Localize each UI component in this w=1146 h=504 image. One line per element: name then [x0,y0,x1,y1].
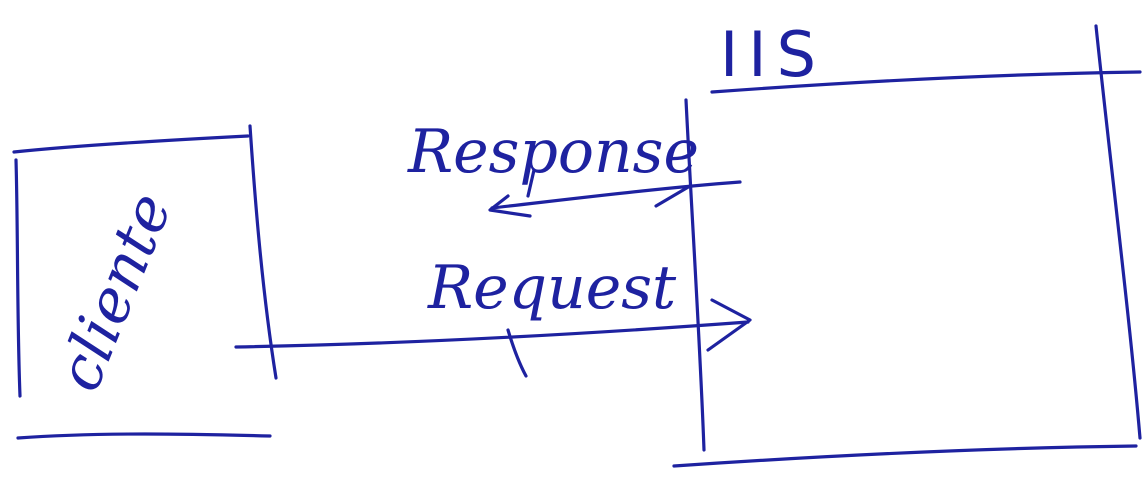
client-box-right [248,124,278,380]
response-label: Response [407,117,699,187]
request-arrowhead [706,298,752,352]
server-box-right [1094,24,1142,440]
client-box-top [12,134,250,154]
request-arrow-line [234,320,750,349]
client-box [12,124,278,440]
server-box-bottom [672,444,1138,468]
server-box [672,24,1142,468]
response-tick-right [654,184,692,208]
response-arrowhead [488,194,532,218]
client-box-left [14,158,22,398]
response-tick [526,168,536,198]
server-label: IIS [720,18,826,91]
request-q-tail [506,328,528,378]
response-arrow-line [490,180,742,210]
client-label: cliente [44,184,186,401]
server-box-top [710,70,1142,94]
response-edge [488,168,742,218]
request-edge [234,298,752,378]
client-box-bottom [16,432,272,440]
request-label: Request [427,253,677,323]
server-box-left [684,98,706,452]
